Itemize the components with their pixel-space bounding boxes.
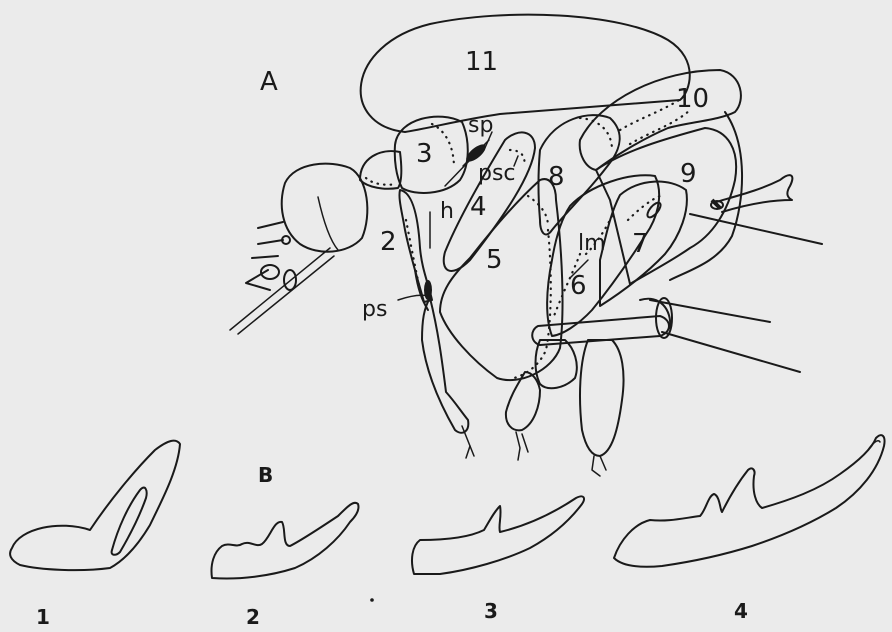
item-label-1: 1 [36,605,50,629]
neck-dots [366,178,396,185]
claw-1-outline [10,441,180,571]
label-11: 11 [465,47,498,77]
segment-10-dots-2 [630,110,690,144]
panel-b-label: B [258,463,273,487]
antenna-line-2 [238,256,334,334]
claw-4-outline [614,435,885,567]
segment-10-outline [580,70,741,170]
panel-b-drawing: B 1 2 3 4 [10,435,884,629]
item-label-4: 4 [734,599,748,623]
head-outline [282,164,368,252]
label-2: 2 [380,227,397,257]
label-3: 3 [416,139,433,169]
leg-4 [580,340,624,456]
label-ps: ps [362,297,387,322]
label-sp: sp [468,113,493,138]
head-inner-line [318,197,338,250]
label-lm: lm [578,231,606,256]
segment-11-outline [361,15,690,132]
claw-1-inner [112,488,147,555]
label-7: 7 [632,229,649,259]
ps-dark [424,280,432,300]
label-4: 4 [470,192,487,222]
panel-a-drawing: A 11 3 10 8 4 9 5 7 6 2 sp psc h lm ps [230,15,822,476]
leg-bar-1 [690,214,822,244]
item-label-3: 3 [484,599,498,623]
segment-8-dots [580,118,612,150]
segment-5-dots [514,230,551,378]
label-psc: psc [478,161,516,186]
label-9: 9 [680,159,697,189]
label-6: 6 [570,271,587,301]
panel-a-label: A [260,67,278,97]
claw-3-outline [412,496,584,574]
leg-1 [422,298,468,433]
claw-4-tip-line [868,441,880,450]
label-8: 8 [548,162,565,192]
antenna-line-1 [230,248,330,330]
stray-dot [370,598,374,602]
leg-3-segment [536,340,577,388]
label-h: h [440,199,454,224]
segment-3-dots [432,124,454,168]
segment-5-outline [440,179,563,380]
label-10: 10 [676,84,709,114]
leg-bar-3 [662,332,800,372]
claw-2-outline [211,503,358,579]
label-5: 5 [486,245,503,275]
item-label-2: 2 [246,605,260,629]
